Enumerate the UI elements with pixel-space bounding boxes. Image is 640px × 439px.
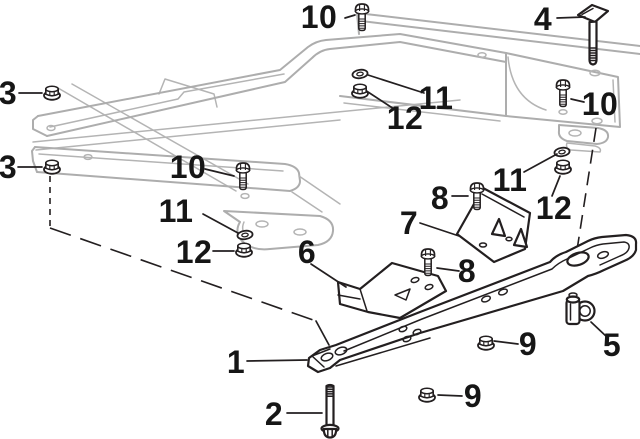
part-4-bolt — [576, 3, 610, 66]
part-1-crossmember — [306, 233, 638, 374]
part-10-bolt-left — [235, 162, 251, 191]
callout-5: 5 — [603, 327, 621, 363]
callout-7: 7 — [400, 205, 418, 241]
part-6-bracket — [336, 261, 448, 320]
part-2-bolt — [320, 383, 340, 439]
part-10-bolt-right — [555, 79, 571, 108]
alignment-lines — [49, 127, 597, 346]
callout-10-left: 10 — [170, 149, 207, 185]
callout-3-upper: 3 — [0, 75, 17, 111]
frame-channel-face — [505, 52, 621, 128]
part-9-nut-upper — [477, 335, 495, 351]
callout-2: 2 — [265, 396, 283, 432]
part-11-washer-center — [350, 67, 370, 81]
callout-8-upper: 8 — [431, 180, 449, 216]
leader-lines — [17, 14, 609, 414]
callout-4: 4 — [534, 1, 552, 37]
callout-10-top: 10 — [301, 0, 338, 35]
callout-11-left: 11 — [159, 193, 194, 229]
callout-1: 1 — [227, 344, 245, 380]
callout-10-right: 10 — [582, 86, 619, 122]
part-3-nut-lower — [43, 159, 61, 175]
callout-11-right: 11 — [493, 162, 528, 198]
part-3-nut-upper — [43, 85, 61, 101]
part-7-bracket — [455, 186, 532, 264]
callout-8-lower: 8 — [458, 253, 476, 289]
callout-12-center: 12 — [387, 100, 424, 136]
part-11-washer-left — [235, 228, 255, 242]
callout-11-center: 11 — [419, 80, 454, 116]
frame-rail-upper — [37, 33, 507, 117]
frame-hole — [477, 51, 487, 59]
callout-12-right: 12 — [536, 190, 573, 226]
frame-hanger-right — [557, 124, 610, 153]
callout-12-left: 12 — [176, 234, 213, 270]
frame-hole — [558, 109, 568, 115]
part-12-nut-right — [554, 159, 572, 175]
part-12-nut-center — [351, 83, 369, 99]
callout-9-lower: 9 — [464, 378, 482, 414]
crossmember-end-hole — [566, 251, 590, 267]
callout-3-lower: 3 — [0, 149, 17, 185]
callout-6: 6 — [298, 234, 316, 270]
part-5-clip — [565, 292, 596, 326]
frame-mid-lines — [32, 99, 461, 151]
frame-hole — [589, 69, 601, 77]
frame-rail-end-cap — [32, 115, 48, 137]
part-11-washer-right — [552, 145, 572, 159]
frame-hole — [46, 124, 56, 132]
frame-lower-right-rail — [339, 95, 507, 117]
callout-9-upper: 9 — [519, 326, 537, 362]
part-12-nut-left — [235, 242, 253, 258]
part-9-nut-lower — [418, 387, 436, 403]
frame-hole — [591, 117, 603, 125]
